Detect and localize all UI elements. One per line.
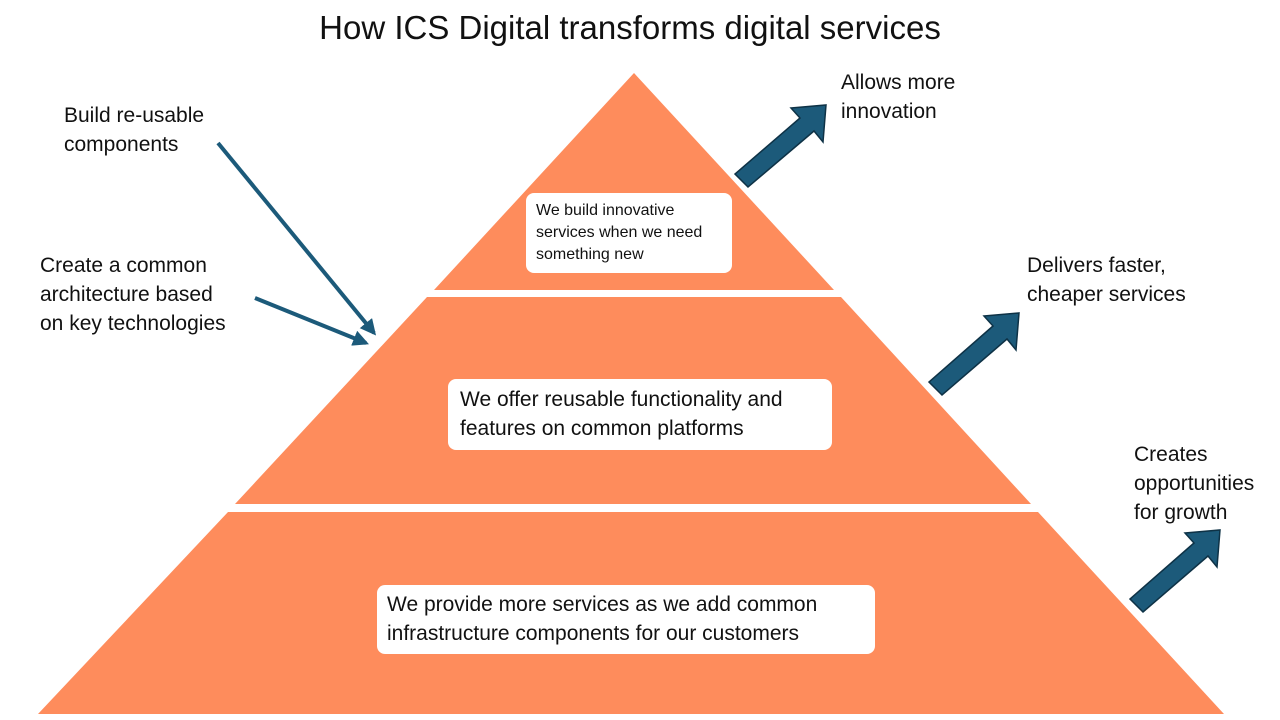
middle-tier-line: features on common platforms	[460, 417, 744, 440]
input-label-line: components	[64, 133, 179, 156]
input-label-line: Create a common	[40, 254, 207, 277]
input-label-line: architecture based	[40, 283, 213, 306]
outcome-label-faster: Delivers faster, cheaper services	[1027, 251, 1186, 309]
outcome-label-line: cheaper services	[1027, 283, 1186, 306]
top-tier-line: We build innovative	[536, 202, 675, 219]
outcome-label-line: Allows more	[841, 71, 956, 94]
outcome-label-innovation: Allows more innovation	[841, 68, 955, 126]
bottom-tier-line: We provide more services as we add commo…	[387, 593, 818, 616]
outcome-label-line: innovation	[841, 100, 937, 123]
outcome-label-line: Creates	[1134, 443, 1208, 466]
middle-tier-line: We offer reusable functionality and	[460, 388, 783, 411]
outcome-arrow-innovation	[733, 104, 827, 189]
middle-tier-text-box: We offer reusable functionality and feat…	[448, 379, 832, 450]
diagram-title: How ICS Digital transforms digital servi…	[319, 9, 941, 46]
top-tier-line: services when we need	[536, 224, 703, 241]
bottom-tier-line: infrastructure components for our custom…	[387, 622, 800, 645]
outcome-arrow-growth	[1128, 529, 1221, 614]
bottom-tier-text-box: We provide more services as we add commo…	[377, 585, 875, 654]
outcome-label-growth: Creates opportunities for growth	[1134, 440, 1254, 527]
input-arrow-architecture	[254, 296, 369, 346]
outcome-label-line: Delivers faster,	[1027, 254, 1166, 277]
outcome-label-line: for growth	[1134, 501, 1228, 524]
input-label-components: Build re-usable components	[64, 101, 204, 159]
top-tier-line: something new	[536, 246, 644, 263]
outcome-label-line: opportunities	[1134, 472, 1255, 495]
input-label-architecture: Create a common architecture based on ke…	[40, 251, 226, 338]
top-tier-text-box: We build innovative services when we nee…	[526, 193, 732, 273]
input-label-line: Build re-usable	[64, 104, 205, 127]
outcome-arrow-faster	[927, 312, 1020, 397]
input-arrow-components	[216, 141, 377, 336]
input-label-line: on key technologies	[40, 312, 226, 335]
